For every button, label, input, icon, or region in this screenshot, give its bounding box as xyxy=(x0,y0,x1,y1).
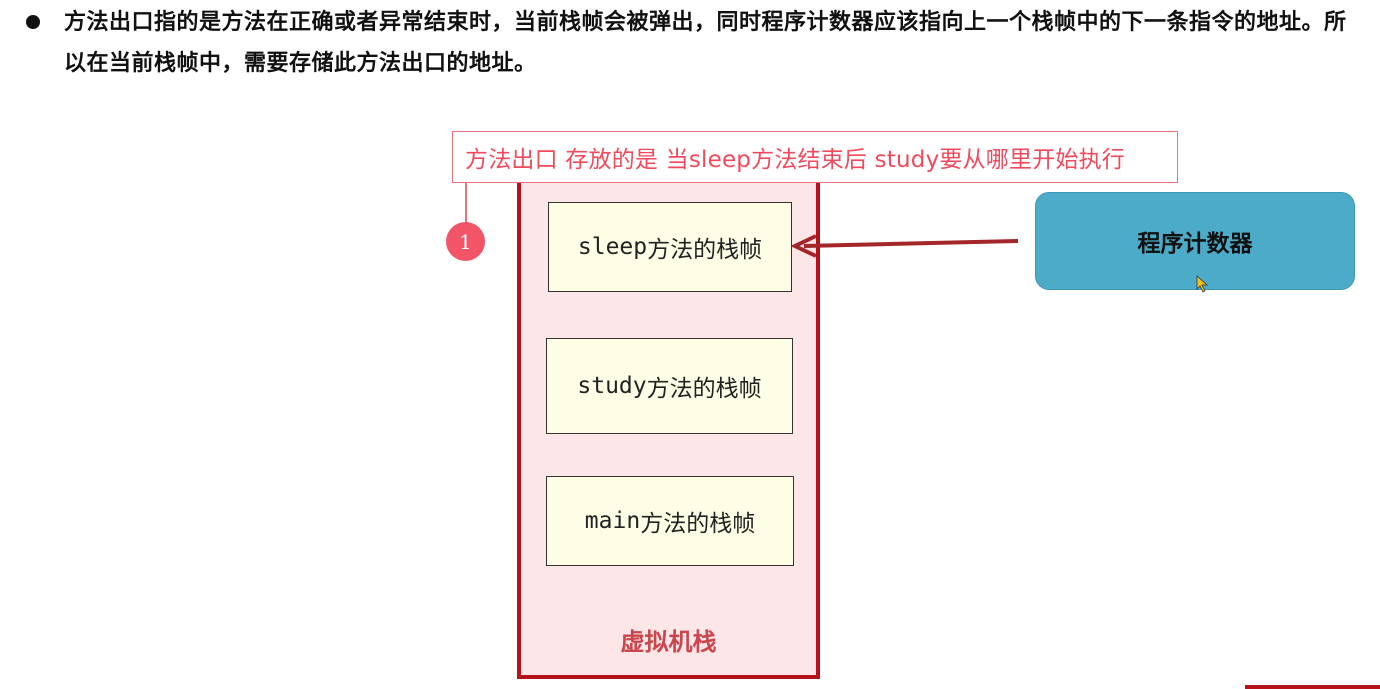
bullet-dot-icon xyxy=(26,15,40,29)
program-counter-box: 程序计数器 xyxy=(1035,192,1355,290)
frame-suffix: 方法的栈帧 xyxy=(647,237,763,263)
frame-method-name: main xyxy=(584,508,641,534)
watermark-bar xyxy=(1245,685,1380,689)
description-text: 方法出口指的是方法在正确或者异常结束时，当前栈帧会被弹出，同时程序计数器应该指向… xyxy=(64,10,1347,76)
arrow-left-icon xyxy=(790,234,1019,258)
frame-suffix: 方法的栈帧 xyxy=(640,511,756,537)
frame-method-name: sleep xyxy=(577,234,648,260)
frame-method-name: study xyxy=(577,373,647,399)
mouse-pointer-icon xyxy=(1196,275,1209,293)
annotation-callout: 方法出口 存放的是 当sleep方法结束后 study要从哪里开始执行 xyxy=(452,131,1178,183)
frame-suffix: 方法的栈帧 xyxy=(646,376,762,402)
callout-connector xyxy=(465,183,467,223)
vm-stack-label: 虚拟机栈 xyxy=(620,628,717,656)
annotation-badge: 1 xyxy=(446,222,485,261)
